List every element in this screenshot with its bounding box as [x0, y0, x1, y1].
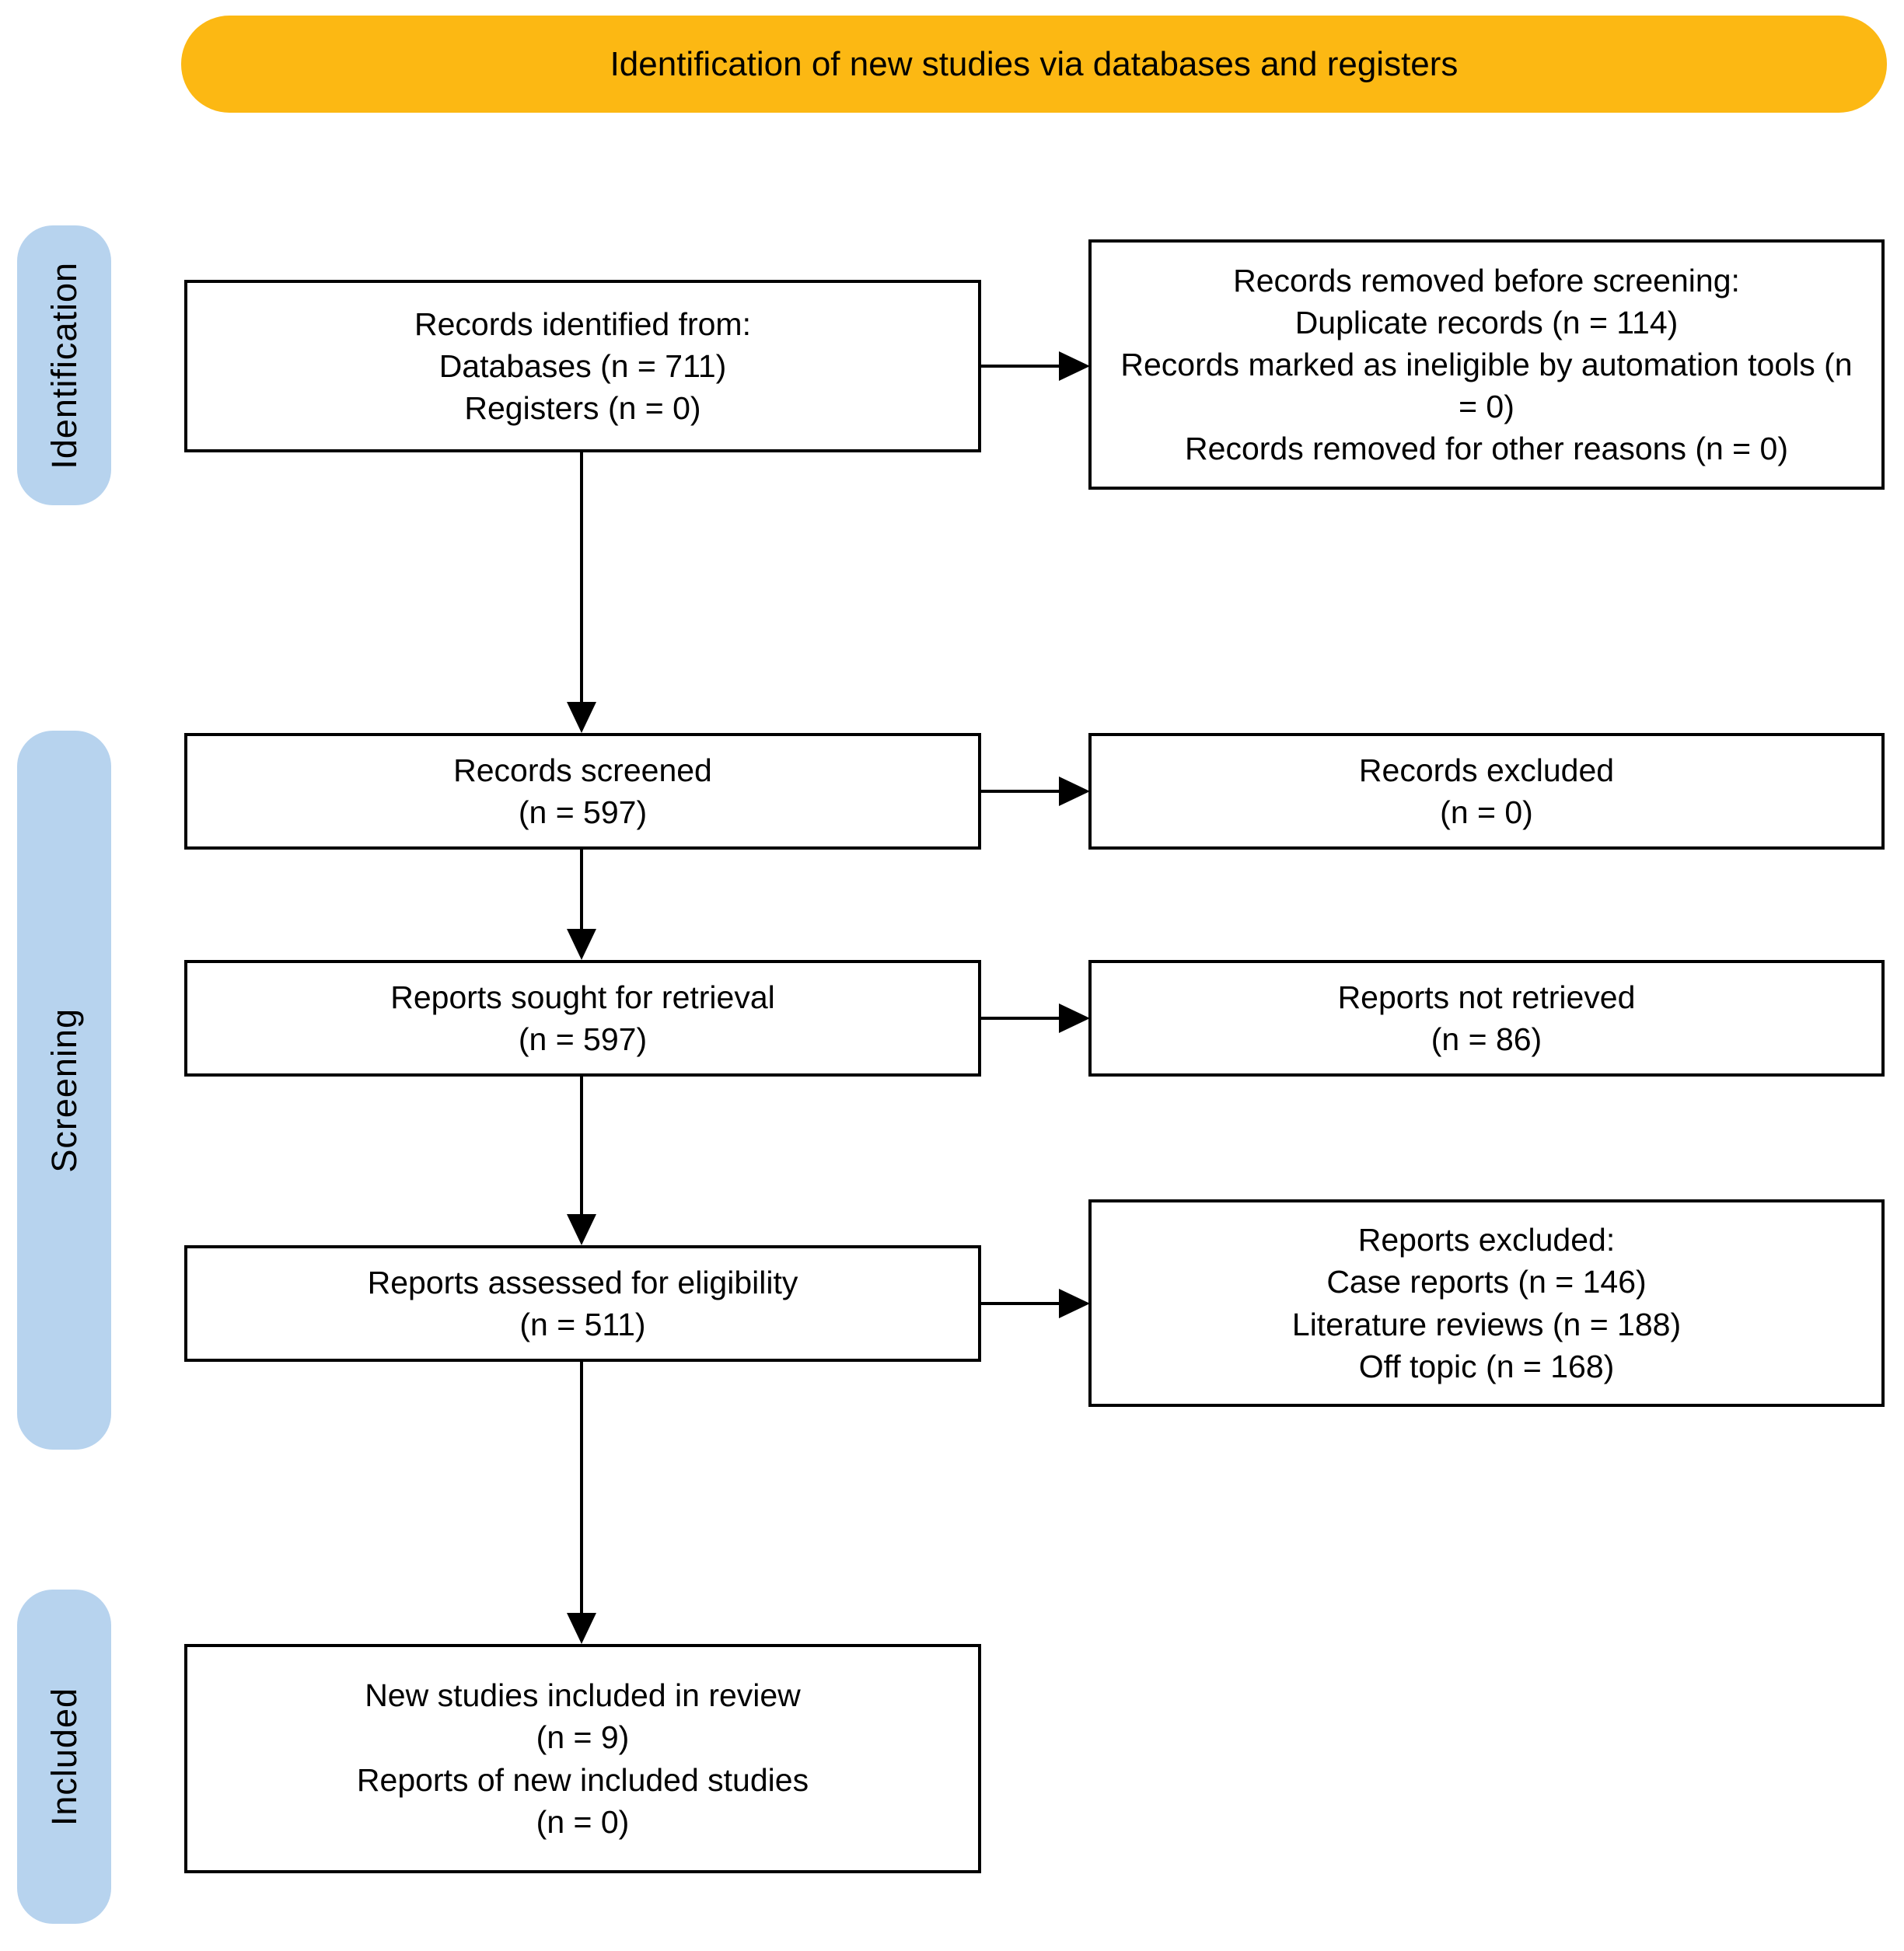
arrow-screened-to-excluded-line [981, 790, 1059, 793]
box-line: (n = 0) [536, 1803, 630, 1840]
box-reports-assessed: Reports assessed for eligibility (n = 51… [184, 1245, 981, 1362]
arrow-sought-to-notretrieved-head [1059, 1003, 1090, 1033]
box-line: Reports not retrieved [1337, 979, 1636, 1015]
arrow-assessed-to-included-line [580, 1362, 583, 1614]
arrow-sought-to-assessed-head [567, 1214, 596, 1245]
box-line: Literature reviews (n = 188) [1291, 1306, 1682, 1342]
arrow-screened-to-excluded-head [1059, 777, 1090, 806]
stage-identification: Identification [17, 225, 111, 505]
box-line: Case reports (n = 146) [1326, 1264, 1647, 1300]
box-line: Records removed for other reasons (n = 0… [1185, 431, 1788, 467]
stage-screening-label: Screening [44, 1007, 84, 1173]
box-line: Reports assessed for eligibility [367, 1264, 798, 1300]
arrow-assessed-to-reportsexcluded-head [1059, 1289, 1090, 1318]
stage-included-label: Included [44, 1687, 84, 1827]
box-records-screened: Records screened (n = 597) [184, 733, 981, 850]
box-line: Off topic (n = 168) [1358, 1348, 1615, 1384]
arrow-screened-to-sought-head [567, 929, 596, 960]
box-line: Records excluded [1358, 752, 1615, 788]
stage-screening: Screening [17, 731, 111, 1450]
box-records-excluded: Records excluded (n = 0) [1088, 733, 1885, 850]
box-records-removed: Records removed before screening: Duplic… [1088, 239, 1885, 490]
box-line: Records screened [453, 752, 712, 788]
box-line: Reports excluded: [1357, 1222, 1616, 1258]
box-line: Records identified from: [414, 305, 751, 342]
stage-included: Included [17, 1590, 111, 1924]
arrow-assessed-to-included-head [567, 1613, 596, 1644]
box-reports-not-retrieved: Reports not retrieved (n = 86) [1088, 960, 1885, 1077]
arrow-identified-to-removed-line [981, 365, 1059, 368]
box-line: (n = 0) [1440, 794, 1533, 830]
box-line: Records removed before screening: [1233, 262, 1740, 298]
box-line: (n = 9) [536, 1719, 630, 1756]
box-line: (n = 597) [518, 1021, 648, 1057]
box-reports-sought: Reports sought for retrieval (n = 597) [184, 960, 981, 1077]
box-line: Registers (n = 0) [464, 390, 701, 427]
arrow-sought-to-notretrieved-line [981, 1017, 1059, 1020]
stage-identification-label: Identification [44, 261, 84, 469]
diagram-title: Identification of new studies via databa… [610, 44, 1459, 83]
box-line: (n = 86) [1431, 1021, 1542, 1057]
arrow-identified-to-screened-head [567, 702, 596, 733]
diagram-title-banner: Identification of new studies via databa… [181, 16, 1887, 113]
arrow-screened-to-sought-line [580, 850, 583, 930]
box-records-identified: Records identified from: Databases (n = … [184, 280, 981, 452]
box-line: Duplicate records (n = 114) [1294, 304, 1679, 340]
box-line: Reports of new included studies [356, 1761, 809, 1798]
arrow-identified-to-removed-head [1059, 351, 1090, 381]
box-line: (n = 511) [519, 1307, 646, 1342]
box-line: (n = 597) [518, 794, 648, 830]
box-line: Databases (n = 711) [438, 347, 727, 384]
arrow-sought-to-assessed-line [580, 1077, 583, 1216]
arrow-assessed-to-reportsexcluded-line [981, 1302, 1059, 1305]
box-line: Reports sought for retrieval [390, 979, 775, 1015]
arrow-identified-to-screened-line [580, 452, 583, 703]
box-line: New studies included in review [365, 1677, 801, 1714]
box-reports-excluded: Reports excluded: Case reports (n = 146)… [1088, 1199, 1885, 1407]
box-new-studies-included: New studies included in review (n = 9) R… [184, 1644, 981, 1873]
box-line: Records marked as ineligible by automati… [1120, 346, 1853, 425]
